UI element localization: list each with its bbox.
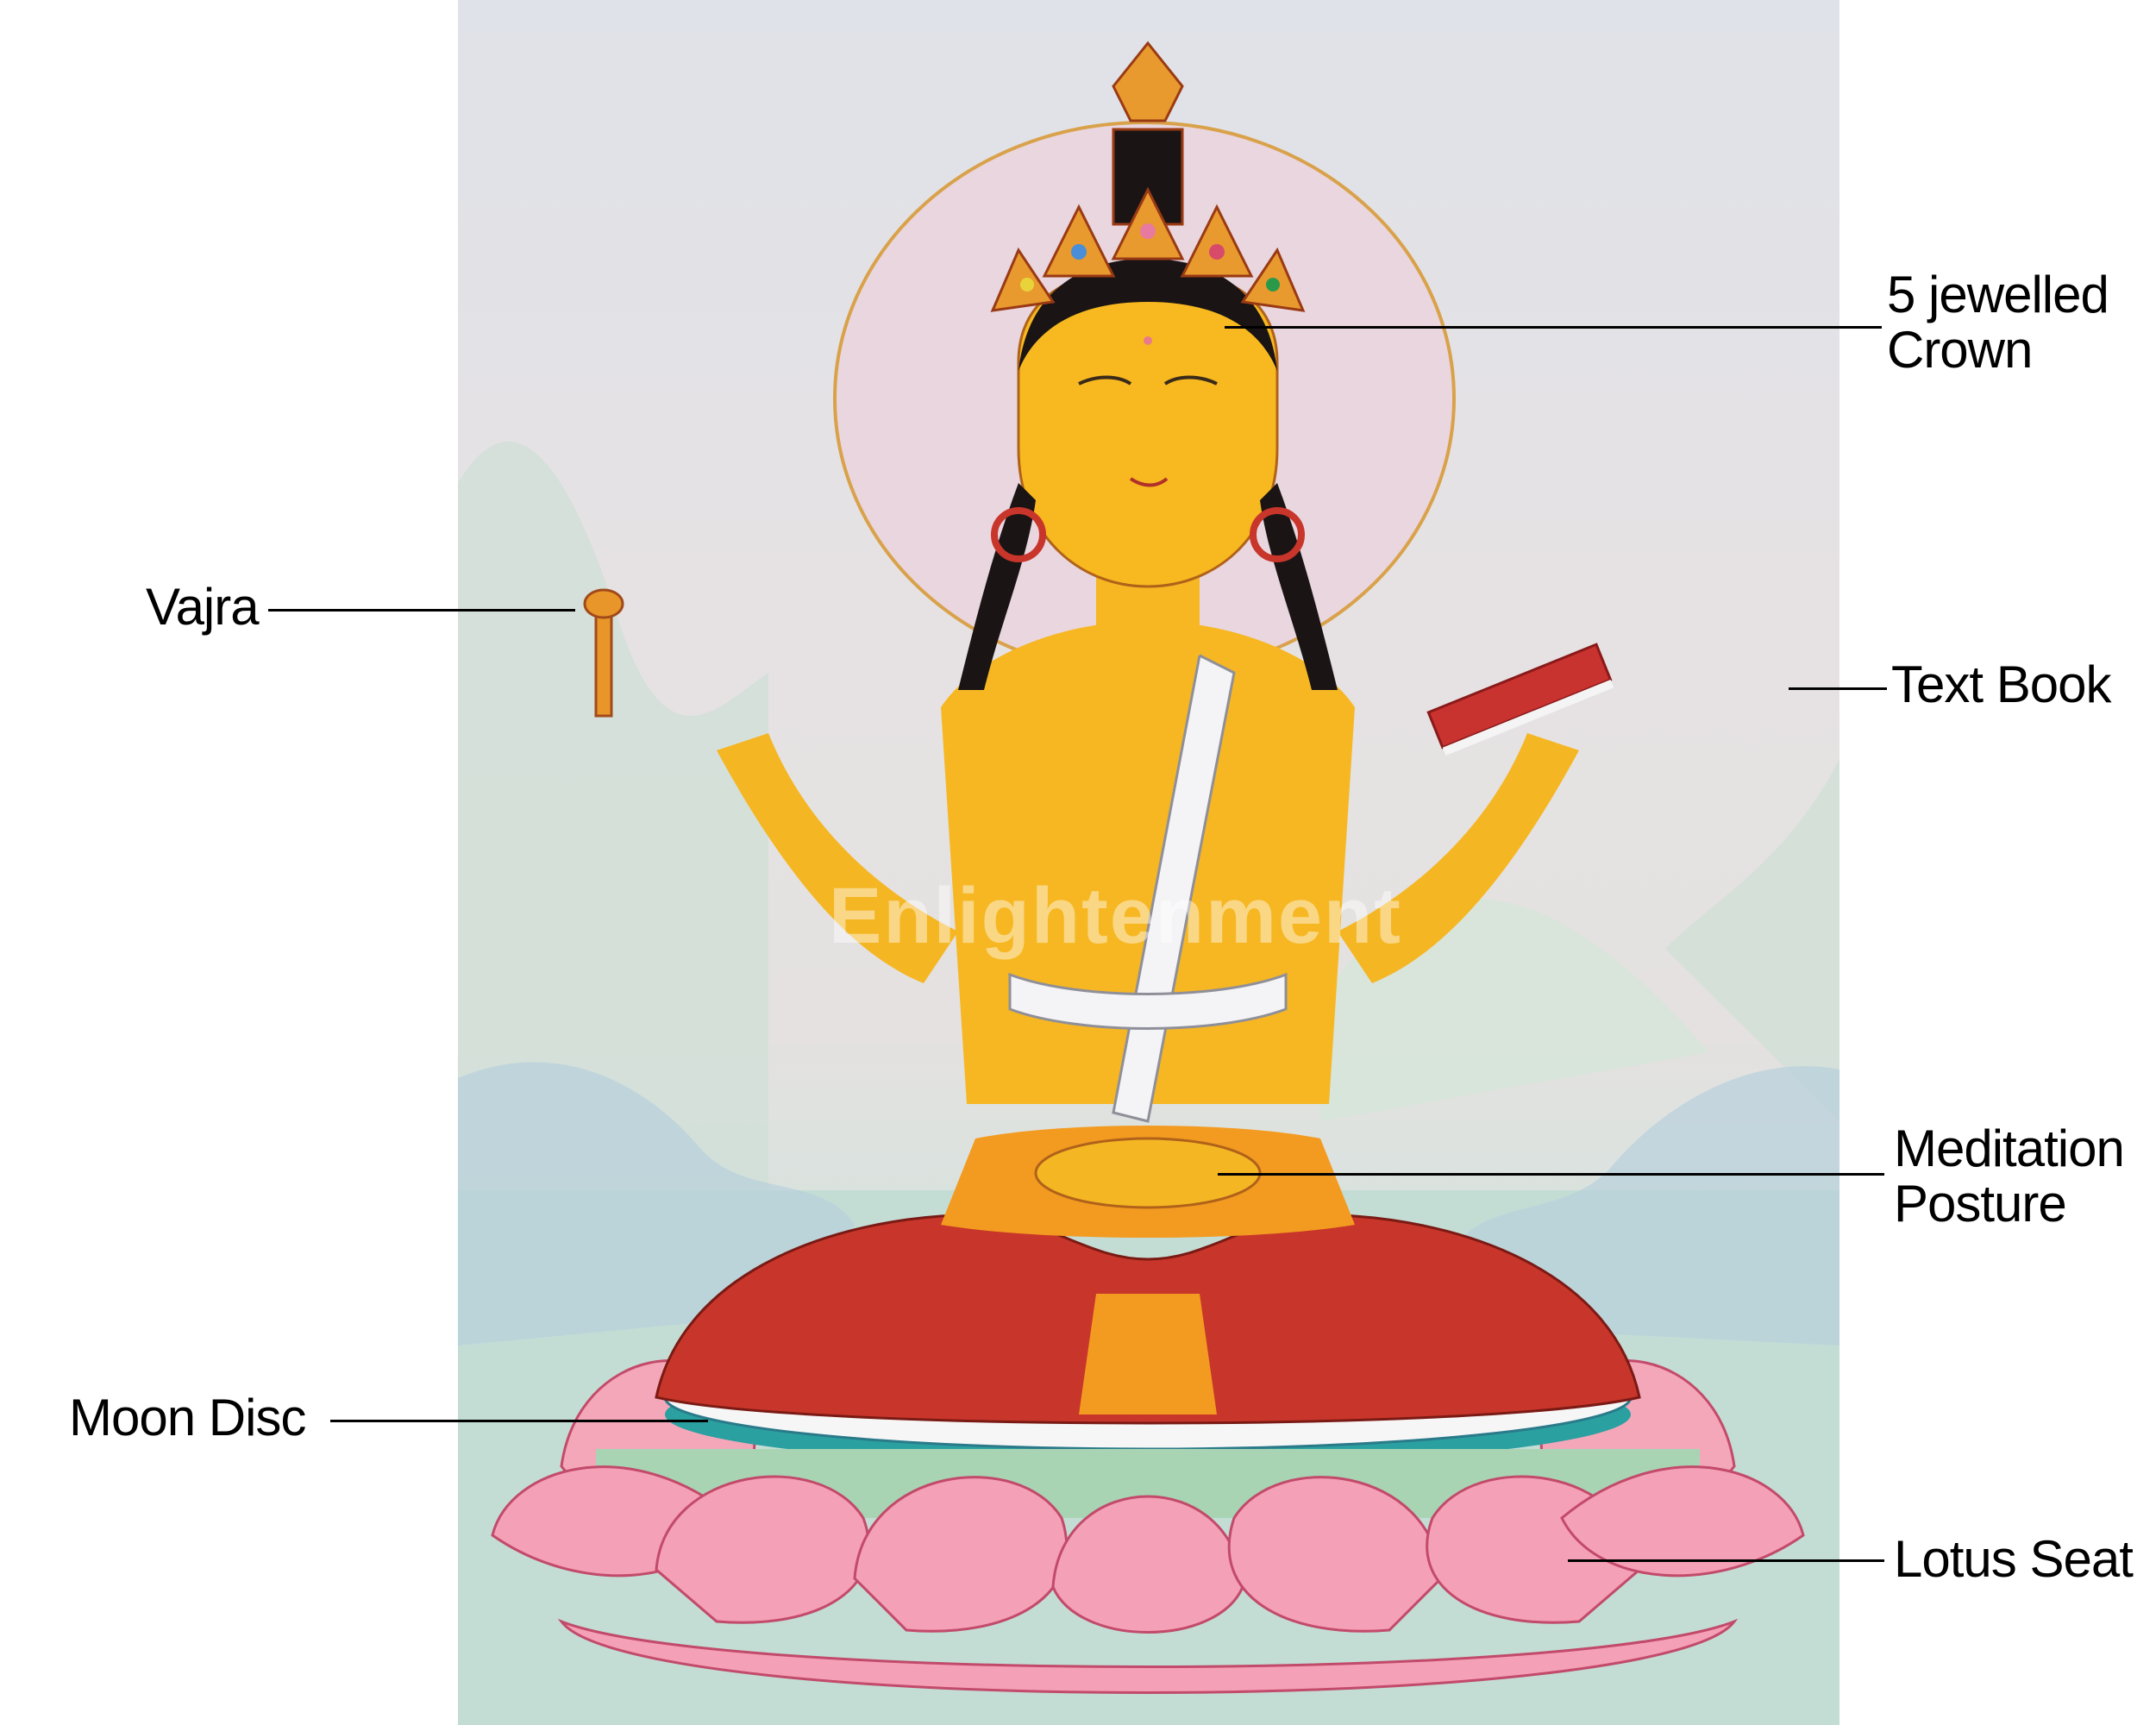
crown-label-line2: Crown (1887, 321, 2033, 379)
text-book-label: Text Book (1891, 656, 2111, 713)
watermark-text: Enlightenment (829, 872, 1402, 960)
crown-label: 5 jewelled Crown (1887, 267, 2109, 378)
vajra-leader-line (268, 609, 575, 612)
vajra-label: Vajra (146, 578, 260, 636)
crown-leader-line (1225, 326, 1882, 329)
meditation-posture-leader-line (1218, 1173, 1884, 1176)
thangka-painting: Enlightenment (458, 0, 1839, 1725)
lotus-seat-leader-line (1568, 1559, 1884, 1562)
moon-disc-leader-line (330, 1420, 708, 1422)
crown-label-line1: 5 jewelled (1887, 266, 2109, 323)
lotus-seat-label: Lotus Seat (1894, 1530, 2134, 1588)
text-book-leader-line (1789, 687, 1887, 690)
moon-disc-label: Moon Disc (69, 1389, 306, 1446)
deity-illustration (458, 41, 1839, 1725)
meditation-posture-label-line2: Posture (1894, 1175, 2067, 1233)
meditation-posture-label-line1: Meditation (1894, 1120, 2125, 1177)
meditation-posture-label: Meditation Posture (1894, 1120, 2125, 1233)
